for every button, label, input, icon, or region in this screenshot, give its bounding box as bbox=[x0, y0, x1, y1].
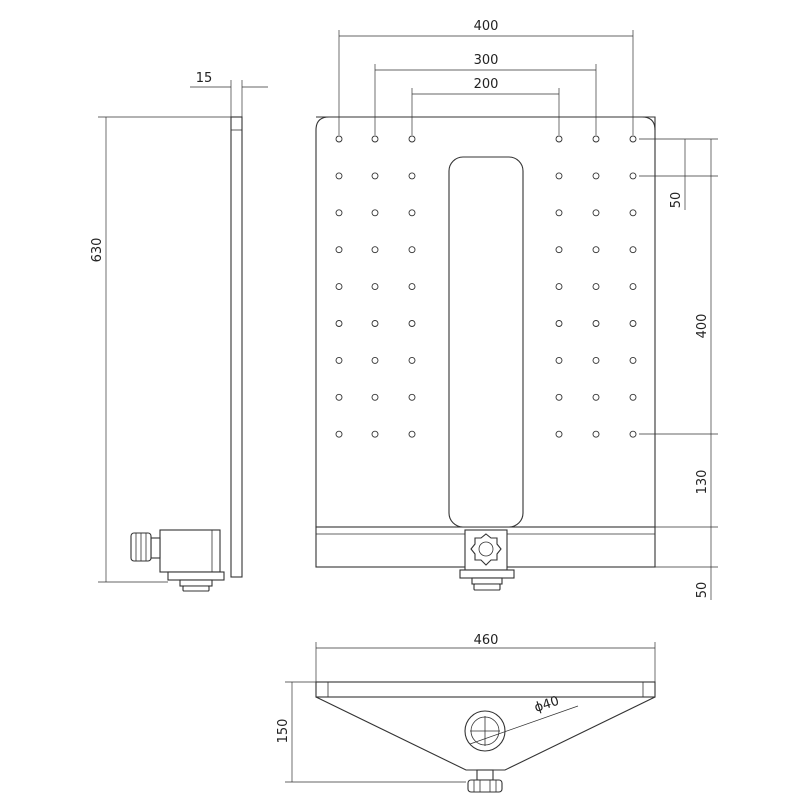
dim-width-200-label: 200 bbox=[474, 77, 499, 92]
mounting-hole bbox=[371, 283, 379, 291]
mounting-hole bbox=[371, 320, 379, 327]
side-view-dimensions: 15 630 bbox=[90, 71, 268, 583]
mounting-hole bbox=[335, 283, 343, 291]
mounting-hole bbox=[371, 172, 379, 180]
front-view-hole-grid bbox=[335, 135, 637, 438]
mounting-hole bbox=[592, 393, 600, 401]
mounting-hole bbox=[592, 172, 600, 180]
mounting-hole bbox=[335, 135, 343, 143]
mounting-hole bbox=[408, 356, 416, 364]
mounting-hole bbox=[555, 356, 563, 364]
mounting-hole bbox=[629, 246, 637, 254]
dim-span-400-label: 400 bbox=[695, 314, 710, 339]
side-view-plate bbox=[230, 116, 243, 578]
mounting-hole bbox=[555, 320, 563, 327]
top-view-dimensions: 460 150 ϕ40 bbox=[276, 633, 656, 783]
mounting-hole bbox=[555, 430, 563, 438]
mounting-hole bbox=[371, 356, 379, 364]
mounting-hole bbox=[555, 246, 563, 254]
mounting-hole bbox=[592, 135, 600, 143]
mounting-hole bbox=[592, 356, 600, 364]
mounting-hole bbox=[629, 356, 637, 364]
mounting-hole bbox=[555, 209, 563, 217]
mounting-hole bbox=[555, 135, 563, 143]
leader-line bbox=[469, 705, 579, 745]
mounting-hole bbox=[629, 135, 637, 143]
mounting-hole bbox=[592, 283, 600, 291]
front-view-star-knob-icon bbox=[470, 533, 502, 566]
mounting-hole bbox=[371, 430, 379, 438]
mounting-hole bbox=[592, 246, 600, 254]
dim-width-300-label: 300 bbox=[474, 53, 499, 68]
mounting-hole bbox=[335, 393, 343, 401]
mounting-hole bbox=[408, 393, 416, 401]
mounting-hole bbox=[408, 320, 416, 327]
mounting-hole bbox=[592, 320, 600, 327]
dim-knob-diameter-label: ϕ40 bbox=[533, 694, 562, 716]
mounting-hole bbox=[335, 246, 343, 254]
mounting-hole bbox=[592, 430, 600, 438]
mounting-hole bbox=[335, 209, 343, 217]
mounting-hole bbox=[335, 356, 343, 364]
front-view-slot bbox=[448, 156, 524, 528]
dim-base-width-label: 460 bbox=[474, 633, 499, 648]
mounting-hole bbox=[555, 393, 563, 401]
mounting-hole bbox=[371, 209, 379, 217]
mounting-hole bbox=[629, 430, 637, 438]
front-view-dimensions: 400 300 200 50 400 130 50 bbox=[338, 19, 718, 600]
top-view-plate bbox=[315, 681, 656, 698]
dim-height-label: 630 bbox=[90, 238, 105, 263]
mounting-hole bbox=[335, 320, 343, 327]
mounting-hole bbox=[371, 246, 379, 254]
mounting-hole bbox=[629, 172, 637, 180]
mounting-hole bbox=[371, 135, 379, 143]
dim-bottom-130-label: 130 bbox=[695, 470, 710, 495]
front-view bbox=[315, 116, 656, 591]
mounting-hole bbox=[555, 172, 563, 180]
mounting-hole bbox=[335, 430, 343, 438]
mounting-hole bbox=[629, 320, 637, 327]
mounting-hole bbox=[629, 393, 637, 401]
dim-base-height-label: 150 bbox=[276, 719, 291, 744]
dim-width-400-label: 400 bbox=[474, 19, 499, 34]
mounting-hole bbox=[629, 209, 637, 217]
mounting-hole bbox=[408, 430, 416, 438]
side-view-knob-shaft bbox=[150, 537, 161, 559]
mounting-hole bbox=[408, 283, 416, 291]
dim-thickness-label: 15 bbox=[196, 71, 213, 86]
side-view-clamp-block bbox=[159, 529, 221, 573]
mounting-hole bbox=[408, 172, 416, 180]
top-view bbox=[315, 681, 656, 793]
mounting-hole bbox=[408, 135, 416, 143]
front-view-foot-plate bbox=[459, 569, 515, 579]
top-view-star-knob-icon bbox=[467, 779, 503, 793]
dim-base-50-label: 50 bbox=[695, 582, 710, 599]
mounting-hole bbox=[335, 172, 343, 180]
mounting-hole bbox=[408, 246, 416, 254]
side-view-foot-plate bbox=[167, 571, 225, 581]
front-view-foot bbox=[473, 583, 501, 591]
mounting-hole bbox=[555, 283, 563, 291]
dim-pitch-50-label: 50 bbox=[669, 192, 684, 209]
mounting-hole bbox=[629, 283, 637, 291]
side-view-foot bbox=[182, 585, 210, 592]
mounting-hole bbox=[408, 209, 416, 217]
side-view bbox=[130, 116, 243, 592]
mounting-hole bbox=[592, 209, 600, 217]
mounting-hole bbox=[371, 393, 379, 401]
